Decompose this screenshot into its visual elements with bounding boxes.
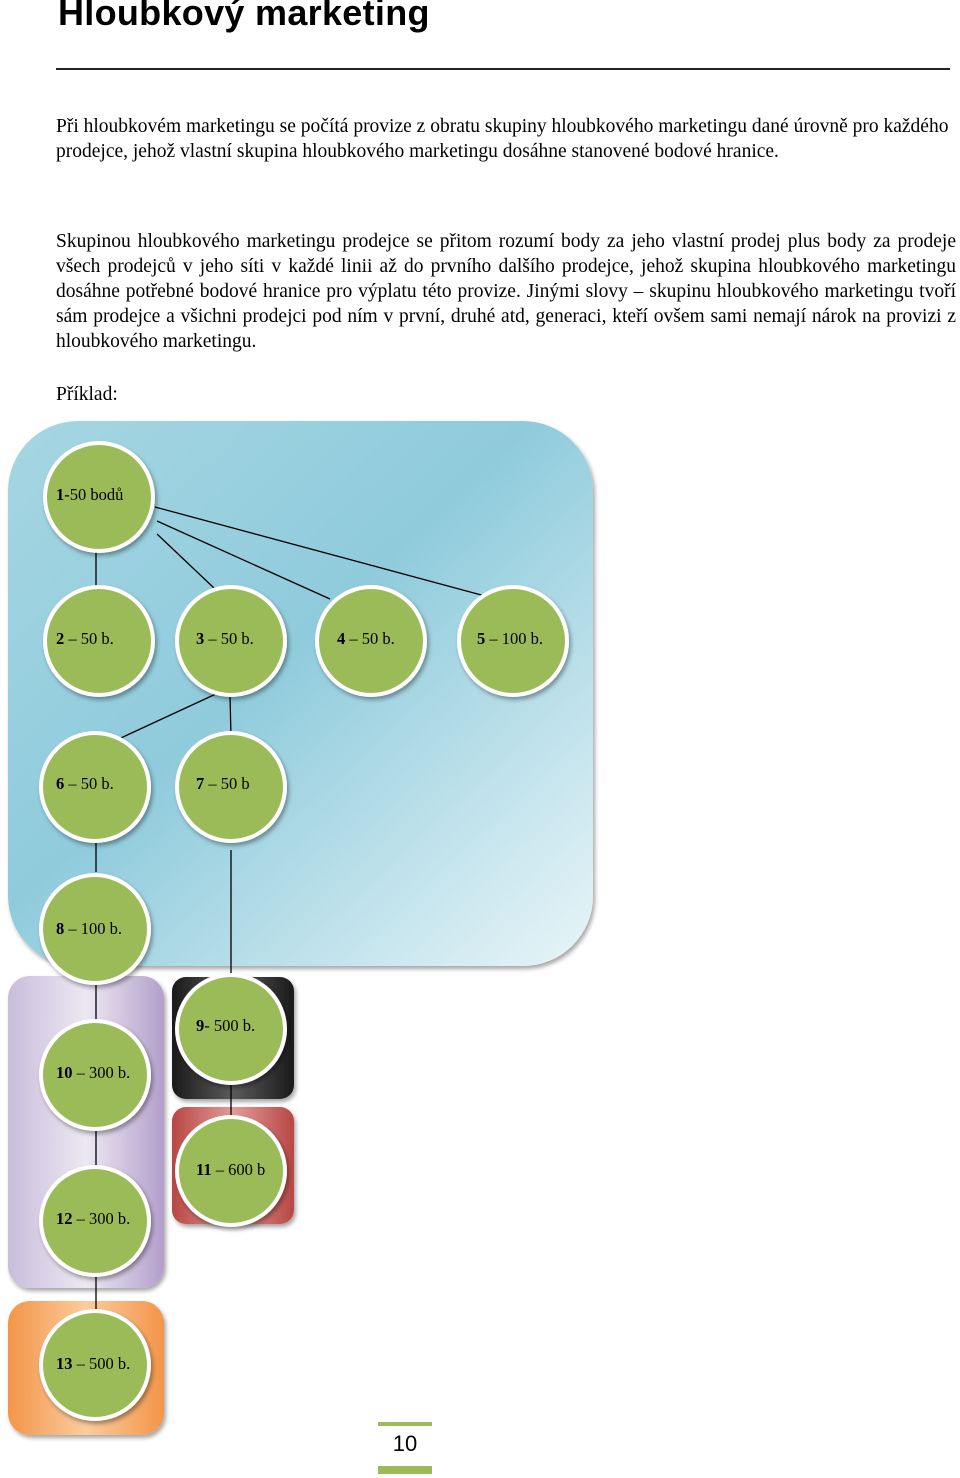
tree-node-11: 11 – 600 b bbox=[175, 1115, 287, 1227]
svg-text:4 – 50 b.: 4 – 50 b. bbox=[337, 629, 395, 648]
node-number: 7 bbox=[196, 774, 204, 793]
example-label: Příklad: bbox=[56, 384, 118, 405]
svg-text:2 – 50 b.: 2 – 50 b. bbox=[56, 629, 114, 648]
tree-node-7: 7 – 50 b bbox=[175, 731, 287, 843]
node-label: – 300 b. bbox=[73, 1209, 131, 1228]
title-divider bbox=[56, 68, 950, 70]
page-title: Hloubkový marketing bbox=[58, 0, 430, 33]
node-label: – 50 b. bbox=[64, 629, 114, 648]
svg-text:6 – 50 b.: 6 – 50 b. bbox=[56, 774, 114, 793]
node-number: 13 bbox=[56, 1354, 73, 1373]
tree-node-4: 4 – 50 b. bbox=[315, 585, 427, 697]
tree-node-1: 1-50 bodů bbox=[43, 441, 155, 553]
node-number: 5 bbox=[477, 629, 485, 648]
page-number-top-bar bbox=[378, 1422, 432, 1426]
tree-node-3: 3 – 50 b. bbox=[175, 585, 287, 697]
connector-lines bbox=[95, 506, 486, 1320]
node-label: -50 bodů bbox=[64, 485, 123, 504]
svg-text:1-50 bodů: 1-50 bodů bbox=[56, 485, 123, 504]
intro-paragraph: Při hloubkovém marketingu se počítá prov… bbox=[56, 116, 949, 162]
node-number: 9 bbox=[196, 1016, 204, 1035]
svg-text:8 – 100 b.: 8 – 100 b. bbox=[56, 919, 122, 938]
node-number: 1 bbox=[56, 485, 64, 504]
node-number: 4 bbox=[337, 629, 345, 648]
node-label: – 50 b bbox=[204, 774, 249, 793]
tree-node-8: 8 – 100 b. bbox=[39, 873, 151, 985]
node-number: 3 bbox=[196, 629, 204, 648]
group-blue-box bbox=[8, 421, 593, 966]
svg-text:10 – 300 b.: 10 – 300 b. bbox=[56, 1063, 130, 1082]
node-label: – 50 b. bbox=[345, 629, 395, 648]
node-label: – 100 b. bbox=[64, 919, 122, 938]
tree-node-13: 13 – 500 b. bbox=[39, 1309, 151, 1421]
node-number: 2 bbox=[56, 629, 64, 648]
svg-text:13 – 500 b.: 13 – 500 b. bbox=[56, 1354, 130, 1373]
tree-node-10: 10 – 300 b. bbox=[39, 1019, 151, 1131]
node-label: - 500 b. bbox=[204, 1016, 255, 1035]
node-label: – 50 b. bbox=[64, 774, 114, 793]
node-number: 6 bbox=[56, 774, 64, 793]
node-label: – 500 b. bbox=[73, 1354, 131, 1373]
svg-text:9- 500 b.: 9- 500 b. bbox=[196, 1016, 255, 1035]
tree-node-2: 2 – 50 b. bbox=[43, 585, 155, 697]
tree-node-9: 9- 500 b. bbox=[175, 973, 287, 1085]
svg-text:3 – 50 b.: 3 – 50 b. bbox=[196, 629, 254, 648]
definition-paragraph: Skupinou hloubkového marketingu prodejce… bbox=[56, 231, 956, 352]
tree-node-6: 6 – 50 b. bbox=[39, 731, 151, 843]
node-label: – 600 b bbox=[212, 1160, 266, 1179]
svg-text:12 – 300 b.: 12 – 300 b. bbox=[56, 1209, 130, 1228]
node-label: – 300 b. bbox=[73, 1063, 131, 1082]
node-label: – 50 b. bbox=[204, 629, 254, 648]
svg-text:5 – 100 b.: 5 – 100 b. bbox=[477, 629, 543, 648]
node-number: 8 bbox=[56, 919, 64, 938]
node-number: 12 bbox=[56, 1209, 73, 1228]
svg-text:7 – 50 b: 7 – 50 b bbox=[196, 774, 250, 793]
svg-text:11 – 600 b: 11 – 600 b bbox=[196, 1160, 265, 1179]
node-label: – 100 b. bbox=[485, 629, 543, 648]
page-number-bottom-bar bbox=[378, 1466, 432, 1474]
node-number: 10 bbox=[56, 1063, 73, 1082]
node-number: 11 bbox=[196, 1160, 212, 1179]
tree-node-12: 12 – 300 b. bbox=[39, 1165, 151, 1277]
page-number: 10 bbox=[392, 1431, 418, 1456]
tree-node-5: 5 – 100 b. bbox=[457, 585, 569, 697]
page-number-badge: 10 bbox=[378, 1422, 432, 1474]
